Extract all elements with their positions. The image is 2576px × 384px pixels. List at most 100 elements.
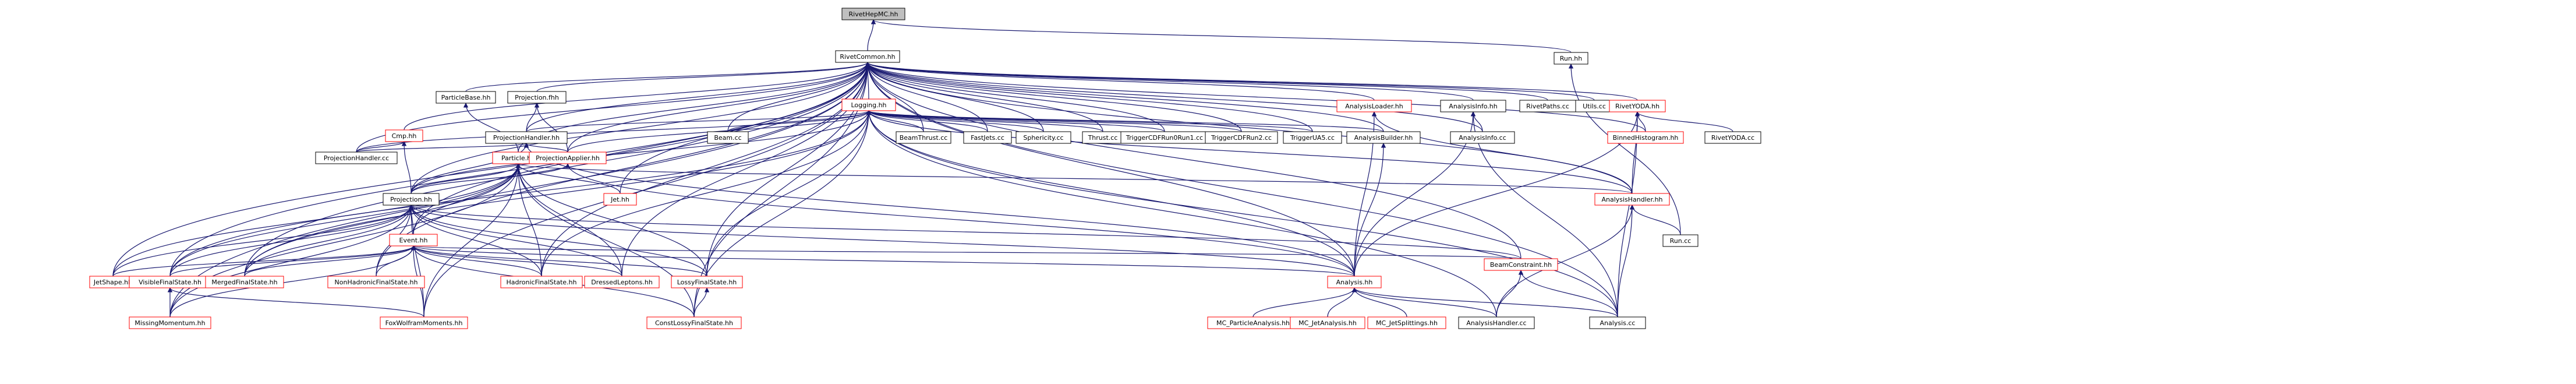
node-label: ProjectionApplier.hh — [536, 154, 600, 162]
node-utils-cc[interactable]: Utils.cc — [1575, 100, 1613, 112]
node-analysisinfo-cc[interactable]: AnalysisInfo.cc — [1450, 131, 1515, 144]
edge-triggercdfrun2_cc-to-rivetcommon_hh — [865, 62, 1242, 132]
node-box — [507, 91, 567, 104]
node-fastjets-cc[interactable]: FastJets.cc — [963, 131, 1012, 144]
node-projectionhandler-cc[interactable]: ProjectionHandler.cc — [315, 152, 398, 164]
node-box — [205, 276, 284, 288]
node-binnedhistogram-hh[interactable]: BinnedHistogram.hh — [1607, 131, 1684, 144]
node-missingmomentum-hh[interactable]: MissingMomentum.hh — [129, 316, 211, 329]
node-projection-hh[interactable]: Projection.hh — [383, 193, 440, 206]
node-label: RivetCommon.hh — [840, 53, 895, 61]
node-cmp-hh[interactable]: Cmp.hh — [385, 129, 423, 142]
node-jet-hh[interactable]: Jet.hh — [603, 193, 637, 206]
node-analysisloader-hh[interactable]: AnalysisLoader.hh — [1336, 100, 1412, 112]
node-mc-jetanalysis-hh[interactable]: MC_JetAnalysis.hh — [1290, 316, 1365, 329]
node-beam-cc[interactable]: Beam.cc — [707, 131, 749, 144]
edge-missingmomentum_hh-to-rivetcommon_hh — [169, 62, 871, 318]
node-label: TriggerUA5.cc — [1290, 134, 1335, 142]
node-analysis-cc[interactable]: Analysis.cc — [1589, 316, 1646, 329]
edge-analysis_hh-to-projection_hh — [409, 205, 1355, 277]
node-run-hh[interactable]: Run.hh — [1554, 52, 1588, 65]
node-analysishandler-hh[interactable]: AnalysisHandler.hh — [1594, 193, 1670, 206]
node-rivetcommon-hh[interactable]: RivetCommon.hh — [835, 50, 900, 63]
edge-projectionhandler_cc-to-logging_hh — [356, 110, 872, 153]
node-box — [436, 91, 496, 104]
edge-analysisinfo_cc-to-rivetcommon_hh — [865, 62, 1483, 132]
node-mc-particleanalysis-hh[interactable]: MC_ParticleAnalysis.hh — [1207, 316, 1299, 329]
edge-hadronicfinalstate_hh-to-particle_hh — [515, 163, 542, 277]
node-triggerua5-cc[interactable]: TriggerUA5.cc — [1283, 131, 1342, 144]
node-triggercdfrun0run1-cc[interactable]: TriggerCDFRun0Run1.cc — [1120, 131, 1209, 144]
node-logging-hh[interactable]: Logging.hh — [841, 98, 896, 111]
edge-analysis_cc-to-rivetcommon_hh — [865, 62, 1618, 318]
node-hadronicfinalstate-hh[interactable]: HadronicFinalState.hh — [500, 276, 583, 288]
edge-dressedleptons_hh-to-projection_hh — [408, 205, 622, 277]
node-box — [1283, 131, 1342, 144]
node-beamthrust-cc[interactable]: BeamThrust.cc — [896, 131, 951, 144]
node-nonhadronicfinalstate-hh[interactable]: NonHadronicFinalState.hh — [327, 276, 425, 288]
node-constlossyfinalstate-hh[interactable]: ConstLossyFinalState.hh — [646, 316, 742, 329]
node-rivetyoda-cc[interactable]: RivetYODA.cc — [1704, 131, 1761, 144]
node-lossyfinalstate-hh[interactable]: LossyFinalState.hh — [671, 276, 743, 288]
node-box — [385, 129, 423, 142]
edge-projection_fhh-to-rivetcommon_hh — [536, 62, 871, 92]
node-foxwolframmoments-hh[interactable]: FoxWolframMoments.hh — [380, 316, 468, 329]
node-projection-fhh[interactable]: Projection.fhh — [507, 91, 567, 104]
node-visiblefinalstate-hh[interactable]: VisibleFinalState.hh — [129, 276, 211, 288]
node-analysisbuilder-hh[interactable]: AnalysisBuilder.hh — [1346, 131, 1421, 144]
edge-analysis_cc-to-analysishandler_hh — [1617, 205, 1635, 318]
node-label: Cmp.hh — [392, 132, 417, 140]
edge-thrust_cc-to-logging_hh — [866, 110, 1103, 132]
node-mergedfinalstate-hh[interactable]: MergedFinalState.hh — [205, 276, 284, 288]
node-jetshape-hh[interactable]: JetShape.hh — [89, 276, 137, 288]
edge-fastjets_cc-to-logging_hh — [866, 110, 988, 132]
edge-projectionapplier_hh-to-projection_fhh — [534, 103, 568, 153]
edge-missingmomentum_hh-to-particle_hh — [169, 163, 521, 318]
node-event-hh[interactable]: Event.hh — [389, 234, 438, 246]
node-beamconstraint-hh[interactable]: BeamConstraint.hh — [1484, 258, 1558, 271]
node-label: Projection.hh — [390, 196, 432, 203]
edge-projectionhandler_hh-to-logging_hh — [526, 110, 871, 132]
edge-projection_hh-to-projectionhandler_hh — [411, 143, 529, 194]
node-label: AnalysisBuilder.hh — [1354, 134, 1413, 142]
node-label: VisibleFinalState.hh — [139, 279, 201, 286]
node-thrust-cc[interactable]: Thrust.cc — [1082, 131, 1124, 144]
edge-visiblefinalstate_hh-to-projection_hh — [169, 205, 414, 277]
node-box — [1484, 258, 1558, 271]
node-projectionhandler-hh[interactable]: ProjectionHandler.hh — [485, 131, 568, 144]
edge-analysisbuilder_hh-to-logging_hh — [866, 110, 1384, 132]
node-box — [671, 276, 743, 288]
node-dressedleptons-hh[interactable]: DressedLeptons.hh — [584, 276, 660, 288]
node-label: HadronicFinalState.hh — [507, 279, 577, 286]
edge-lossyfinalstate_hh-to-particle_hh — [515, 163, 707, 277]
node-particlebase-hh[interactable]: ParticleBase.hh — [436, 91, 496, 104]
node-box — [1015, 131, 1071, 144]
node-label: NonHadronicFinalState.hh — [335, 279, 418, 286]
edge-hadronicfinalstate_hh-to-event_hh — [411, 245, 542, 277]
node-label: Thrust.cc — [1088, 134, 1118, 142]
node-rivetpaths-cc[interactable]: RivetPaths.cc — [1519, 100, 1576, 112]
node-box — [1450, 131, 1515, 144]
node-rivetyoda-hh[interactable]: RivetYODA.hh — [1609, 100, 1666, 112]
node-triggercdfrun2-cc[interactable]: TriggerCDFRun2.cc — [1205, 131, 1278, 144]
edge-jetshape_hh-to-particle_hh — [112, 163, 521, 277]
node-analysis-hh[interactable]: Analysis.hh — [1327, 276, 1382, 288]
node-label: AnalysisLoader.hh — [1345, 103, 1403, 110]
node-sphericity-cc[interactable]: Sphericity.cc — [1015, 131, 1071, 144]
node-analysishandler-cc[interactable]: AnalysisHandler.cc — [1458, 316, 1535, 329]
node-label: MissingMomentum.hh — [135, 319, 205, 327]
node-box — [835, 50, 900, 63]
node-mc-jetsplittings-hh[interactable]: MC_JetSplittings.hh — [1367, 316, 1446, 329]
edge-layer — [112, 19, 1733, 318]
node-label: Analysis.hh — [1336, 279, 1373, 286]
node-label: ConstLossyFinalState.hh — [655, 319, 733, 327]
node-label: Jet.hh — [610, 196, 629, 203]
node-analysisinfo-hh[interactable]: AnalysisInfo.hh — [1440, 100, 1506, 112]
edge-visiblefinalstate_hh-to-event_hh — [169, 245, 416, 277]
node-run-cc[interactable]: Run.cc — [1662, 234, 1699, 247]
node-label: BeamConstraint.hh — [1490, 261, 1552, 269]
edge-beamconstraint_hh-to-rivetcommon_hh — [865, 62, 1521, 259]
node-box — [1662, 234, 1699, 247]
node-projectionapplier-hh[interactable]: ProjectionApplier.hh — [529, 152, 607, 164]
